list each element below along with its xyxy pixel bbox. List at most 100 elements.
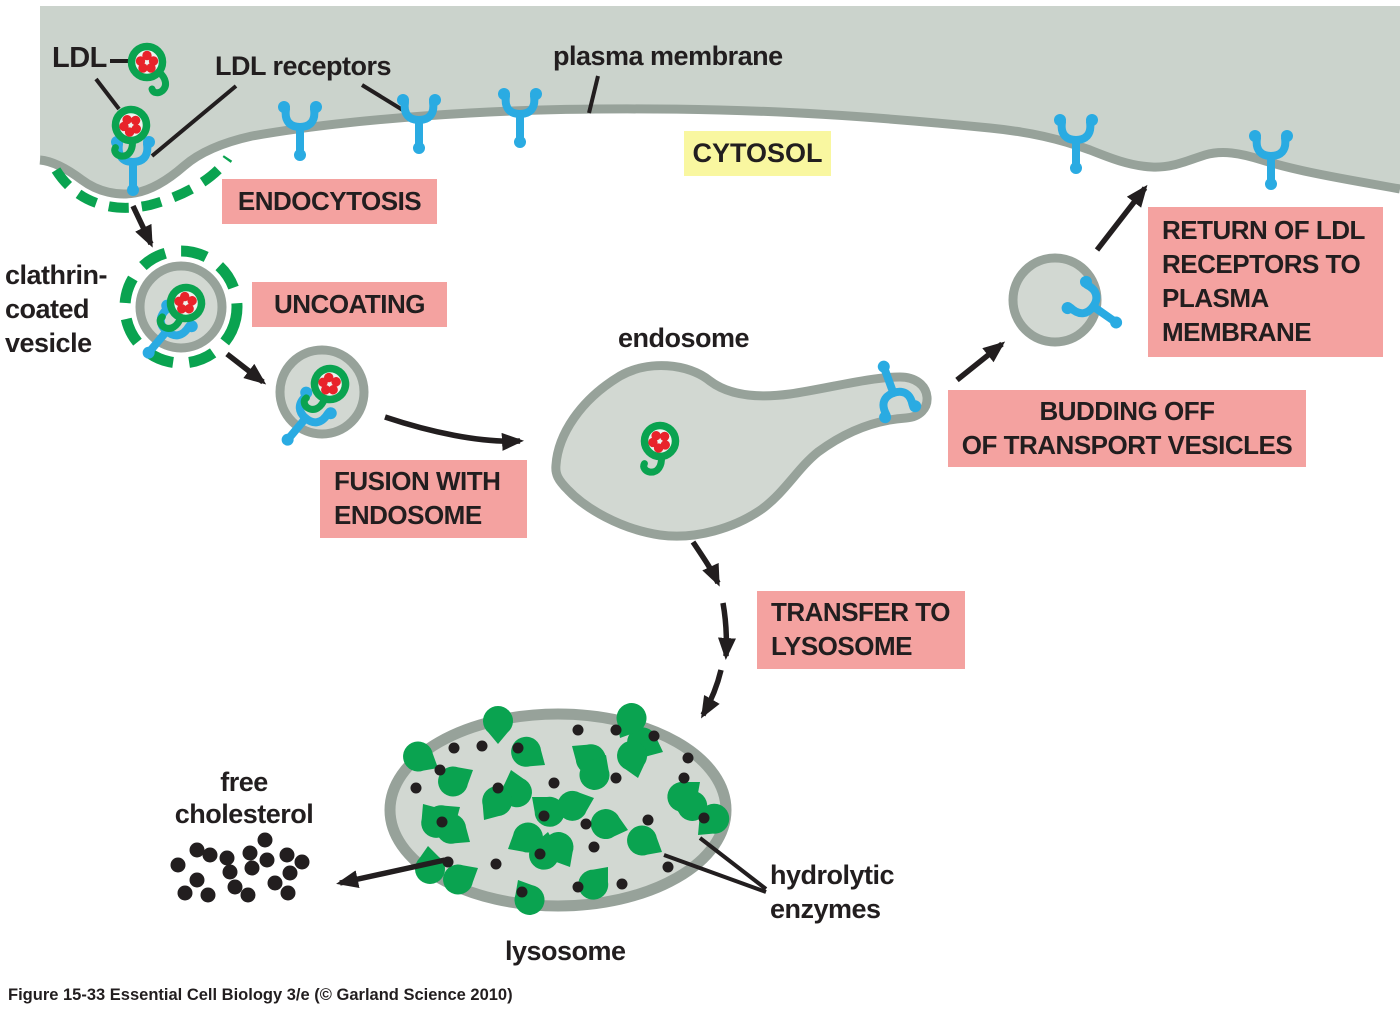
lysosome-dot bbox=[548, 777, 560, 789]
arrow-transfer-segment-3 bbox=[700, 669, 724, 719]
lysosome-dot bbox=[610, 772, 622, 784]
lysosome-dot bbox=[678, 772, 690, 784]
arrow-transfer-segment-1 bbox=[690, 540, 721, 587]
free-cholesterol-dot bbox=[242, 845, 258, 861]
lysosome-dot bbox=[534, 848, 546, 860]
lysosome-dot bbox=[698, 812, 710, 824]
lysosome-dot bbox=[492, 782, 504, 794]
lysosome-dot bbox=[410, 782, 422, 794]
box-return-of-ldl-receptors: RETURN OF LDL RECEPTORS TO PLASMA MEMBRA… bbox=[1148, 207, 1383, 357]
lysosome-dot bbox=[490, 858, 502, 870]
free-cholesterol-dots bbox=[170, 832, 310, 903]
cytosol-text: CYTOSOL bbox=[692, 138, 823, 168]
free-cholesterol-dot bbox=[280, 885, 296, 901]
transport-vesicle bbox=[1008, 253, 1102, 347]
hydrolytic-enzyme-icon bbox=[403, 741, 438, 772]
plasma-membrane-line bbox=[39, 104, 1400, 199]
label-ldl-receptors: LDL receptors bbox=[215, 51, 392, 81]
lysosome-dot bbox=[512, 742, 524, 754]
hydrolytic-enzyme-icon bbox=[667, 781, 700, 812]
hydrolytic-enzyme-icon bbox=[627, 825, 662, 856]
free-cholesterol-dot bbox=[219, 850, 235, 866]
hydrolytic-enzyme-icon bbox=[578, 867, 609, 900]
hydrolytic-enzyme-icon bbox=[482, 786, 513, 820]
hydrolytic-enzyme-icon bbox=[590, 809, 628, 840]
hydrolytic-enzyme-icon bbox=[617, 740, 648, 778]
free-cholesterol-dot bbox=[294, 854, 310, 870]
leader-receptor-left bbox=[150, 84, 238, 158]
arrow-fusion bbox=[384, 414, 524, 451]
box-endocytosis: ENDOCYTOSIS bbox=[222, 179, 437, 224]
free-cholesterol-dot bbox=[189, 842, 205, 858]
hydrolytic-enzyme-icon bbox=[443, 864, 478, 895]
free-cholesterol-dot bbox=[202, 847, 218, 863]
lysosome-dot bbox=[588, 841, 600, 853]
lysosome-dot bbox=[516, 886, 528, 898]
label-clathrin-coated-vesicle: clathrin- coated vesicle bbox=[5, 260, 108, 358]
leader-ldl-pit bbox=[94, 77, 121, 111]
free-cholesterol-dot bbox=[222, 864, 238, 880]
hydrolytic-enzyme-icon bbox=[438, 766, 473, 797]
lysosome-dot bbox=[434, 764, 446, 776]
lysosome-dot bbox=[642, 814, 654, 826]
hydrolytic-enzyme-icon bbox=[579, 755, 610, 790]
box-transfer-to-lysosome: TRANSFER TO LYSOSOME bbox=[757, 591, 965, 669]
leader-plasma-membrane bbox=[587, 75, 600, 114]
box-uncoating: UNCOATING bbox=[252, 282, 447, 327]
box-budding-off: BUDDING OFF OF TRANSPORT VESICLES bbox=[948, 390, 1306, 467]
figure-caption: Figure 15-33 Essential Cell Biology 3/e … bbox=[8, 986, 513, 1004]
leader-hydrolytic-2 bbox=[663, 853, 767, 894]
lysosome-dot bbox=[648, 730, 660, 742]
lysosome-dots bbox=[410, 724, 710, 898]
free-cholesterol-dot bbox=[170, 857, 186, 873]
lysosome-dot bbox=[662, 861, 674, 873]
hydrolytic-enzyme-icon bbox=[483, 706, 513, 744]
free-cholesterol-dot bbox=[227, 879, 243, 895]
arrow-endocytosis bbox=[130, 204, 154, 248]
lysosome-dot bbox=[538, 810, 550, 822]
hydrolytic-enzyme-icon bbox=[616, 703, 647, 738]
lysosome-dot bbox=[448, 742, 460, 754]
free-cholesterol-dot bbox=[257, 832, 273, 848]
lysosome-dot bbox=[616, 878, 628, 890]
lysosome-dot bbox=[580, 818, 592, 830]
lysosome-dot bbox=[610, 724, 622, 736]
arrow-budding bbox=[955, 341, 1006, 383]
label-plasma-membrane: plasma membrane bbox=[553, 41, 783, 71]
free-cholesterol-dot bbox=[279, 847, 295, 863]
free-cholesterol-dot bbox=[282, 865, 298, 881]
lysosome-dot bbox=[476, 740, 488, 752]
label-free-cholesterol: free cholesterol bbox=[174, 767, 314, 829]
extracellular-region bbox=[40, 6, 1400, 194]
arrow-uncoating bbox=[225, 351, 267, 385]
clathrin-coat-ring bbox=[119, 245, 243, 369]
free-cholesterol-dot bbox=[244, 860, 260, 876]
label-endosome: endosome bbox=[618, 323, 750, 353]
free-cholesterol-dot bbox=[189, 872, 205, 888]
lysosome-dot bbox=[442, 856, 454, 868]
free-cholesterol-dot bbox=[240, 887, 256, 903]
arrow-transfer-segment-2 bbox=[718, 602, 736, 660]
label-hydrolytic-enzymes: hydrolytic enzymes bbox=[770, 860, 895, 924]
label-cytosol: CYTOSOL bbox=[684, 131, 831, 176]
lysosome-dot bbox=[572, 724, 584, 736]
box-fusion-with-endosome: FUSION WITH ENDOSOME bbox=[320, 460, 527, 538]
label-ldl: LDL bbox=[52, 42, 107, 74]
leader-receptor-right bbox=[360, 83, 408, 114]
arrow-free-cholesterol bbox=[336, 857, 446, 888]
lysosome-dot bbox=[682, 752, 694, 764]
arrow-return bbox=[1094, 184, 1148, 252]
hydrolytic-enzyme-icon bbox=[557, 790, 594, 821]
free-cholesterol-dot bbox=[177, 885, 193, 901]
clathrin-coated-pit bbox=[51, 155, 233, 213]
free-cholesterol-dot bbox=[200, 887, 216, 903]
lysosome-dot bbox=[436, 816, 448, 828]
endosome-body bbox=[551, 361, 932, 541]
free-cholesterol-dot bbox=[267, 875, 283, 891]
lysosome-dot bbox=[572, 881, 584, 893]
leader-hydrolytic-1 bbox=[698, 836, 768, 891]
label-lysosome: lysosome bbox=[505, 936, 626, 966]
hydrolytic-enzyme-icon bbox=[698, 803, 730, 835]
